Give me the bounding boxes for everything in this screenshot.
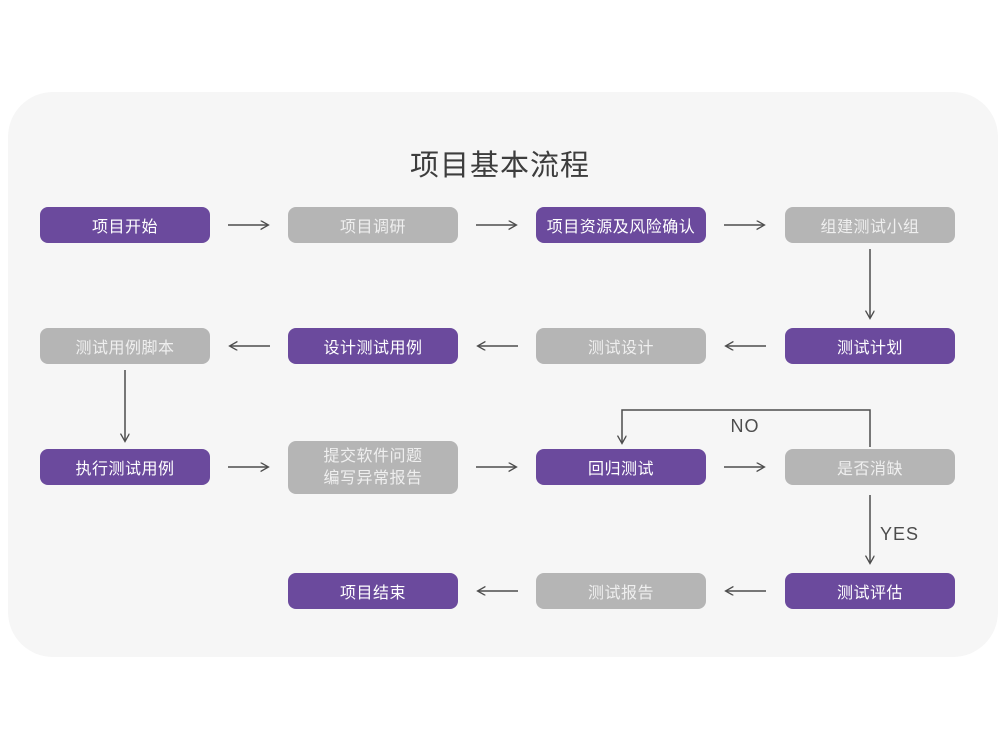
flow-node-label: 项目调研	[339, 219, 406, 236]
flow-node-test-design: 测试设计	[536, 328, 706, 364]
flow-node-project-research: 项目调研	[288, 207, 458, 243]
flow-node-defect-cleared-decision: 是否消缺	[785, 449, 955, 485]
flow-node-design-test-cases: 设计测试用例	[288, 328, 458, 364]
flow-node-label: 项目开始	[91, 219, 158, 236]
flow-node-test-report: 测试报告	[536, 573, 706, 609]
flow-node-label: 设计测试用例	[323, 340, 423, 357]
flow-node-label: 项目结束	[339, 585, 406, 602]
flowchart-card	[8, 92, 998, 657]
page-title: 项目基本流程	[409, 150, 590, 182]
flow-node-build-test-team: 组建测试小组	[785, 207, 955, 243]
flow-node-submit-issues-report: 提交软件问题 编写异常报告	[288, 441, 458, 494]
flow-node-label: 项目资源及风险确认	[546, 219, 696, 236]
flow-node-label: 测试报告	[587, 585, 654, 602]
flow-node-label: 是否消缺	[836, 461, 903, 478]
flow-node-project-end: 项目结束	[288, 573, 458, 609]
flow-node-resource-risk-confirm: 项目资源及风险确认	[536, 207, 706, 243]
flow-node-test-plan: 测试计划	[785, 328, 955, 364]
flow-node-test-case-script: 测试用例脚本	[40, 328, 210, 364]
flow-node-regression-test: 回归测试	[536, 449, 706, 485]
flow-node-label: 测试设计	[587, 340, 654, 357]
flow-node-label: 组建测试小组	[820, 219, 920, 236]
flow-node-label-line2: 编写异常报告	[323, 469, 423, 487]
flow-node-label: 执行测试用例	[75, 461, 175, 478]
flow-node-label-line1: 提交软件问题	[323, 447, 423, 465]
flow-node-label: 回归测试	[587, 461, 654, 478]
flow-node-label: 测试用例脚本	[75, 340, 175, 357]
flow-node-label: 测试评估	[836, 585, 903, 602]
flow-node-execute-test-cases: 执行测试用例	[40, 449, 210, 485]
flow-node-project-start: 项目开始	[40, 207, 210, 243]
flow-node-test-evaluation: 测试评估	[785, 573, 955, 609]
flow-node-label: 测试计划	[836, 340, 903, 357]
